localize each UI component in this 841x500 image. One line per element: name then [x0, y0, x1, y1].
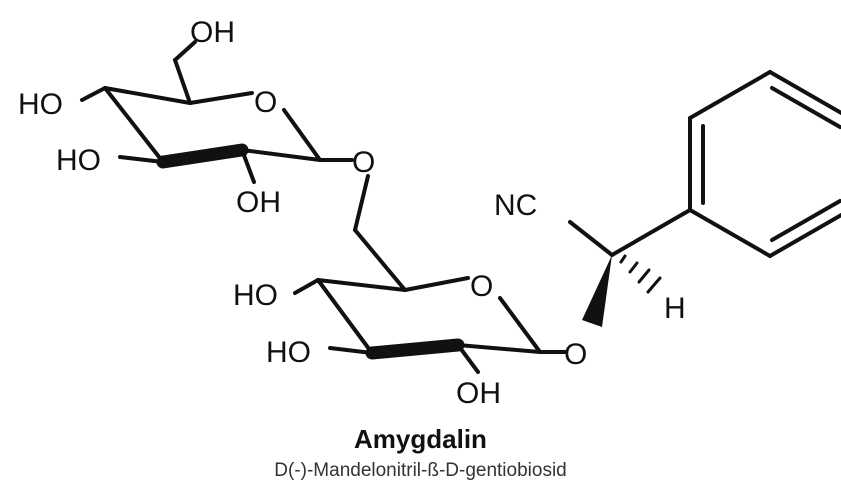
- hydrogen-label: H: [664, 292, 686, 325]
- bottom-oh-bottom-label: OH: [456, 377, 501, 410]
- nitrile-label: NC: [494, 189, 537, 222]
- molecule-name: Amygdalin: [354, 424, 487, 454]
- glycosidic-oxygen-label: O: [352, 146, 375, 179]
- top-ho-lower-label: HO: [56, 144, 101, 177]
- bottom-glucose-ring: [293, 276, 568, 374]
- mandelonitrile-part: [568, 70, 841, 327]
- anomeric-oxygen-label: O: [564, 338, 587, 371]
- bottom-ring-oxygen-label: O: [470, 270, 493, 303]
- top-glucose-ring: [80, 40, 354, 184]
- ch2-linker: [353, 174, 407, 292]
- molecule-subtitle: D(-)-Mandelonitril-ß-D-gentiobiosid: [274, 460, 567, 481]
- stereo-hash-bond: [619, 254, 662, 294]
- top-ch2-oh-label: OH: [190, 16, 235, 49]
- top-ring-oxygen-label: O: [254, 86, 277, 119]
- top-oh-bottom-label: OH: [236, 186, 281, 219]
- stereo-wedge-bond: [582, 255, 612, 327]
- top-ho-left-label: HO: [18, 88, 63, 121]
- bottom-ho-lower-label: HO: [266, 336, 311, 369]
- bottom-ho-left-label: HO: [233, 279, 278, 312]
